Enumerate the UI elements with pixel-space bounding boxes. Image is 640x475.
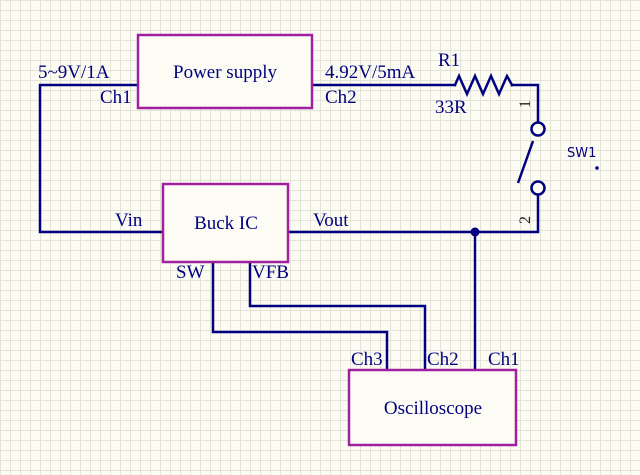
- buck-ic-label: Buck IC: [194, 213, 258, 234]
- oscilloscope-label: Oscilloscope: [384, 398, 482, 419]
- power-supply-ch2-label: Ch2: [325, 87, 357, 108]
- resistor-designator: R1: [438, 50, 460, 71]
- wire-sw-to-scope-ch3: [211, 260, 389, 372]
- switch-pin1-label: 1: [517, 100, 534, 108]
- power-supply-box[interactable]: [136, 33, 314, 110]
- switch-pin2-label: 2: [517, 216, 534, 224]
- buck-vin-label: Vin: [115, 210, 143, 231]
- scope-ch1-label: Ch1: [488, 349, 520, 370]
- wire-supply-ch1-to-vin: [38, 83, 165, 234]
- wires: [38, 83, 540, 372]
- output-rating-label: 4.92V/5mA: [325, 62, 416, 83]
- scope-ch2-label: Ch2: [427, 349, 459, 370]
- wire-r1-to-sw1: [510, 83, 540, 124]
- resistor-value: 33R: [435, 97, 467, 118]
- wire-vfb-to-scope-ch2: [248, 260, 427, 372]
- buck-vfb-label: VFB: [252, 262, 289, 283]
- resistor-r1-symbol: [453, 72, 514, 98]
- buck-sw-label: SW: [176, 262, 205, 283]
- scope-ch3-label: Ch3: [351, 349, 383, 370]
- sw1-reference-dot: [595, 166, 599, 170]
- junction-dot: [470, 227, 480, 237]
- oscilloscope-box[interactable]: [347, 368, 518, 447]
- buck-ic-box[interactable]: [161, 182, 290, 264]
- switch-sw1-symbol: [516, 121, 546, 196]
- power-supply-ch1-label: Ch1: [100, 87, 132, 108]
- switch-designator: SW1: [567, 146, 596, 161]
- wire-sw1-to-vout: [286, 194, 540, 234]
- input-rating-label: 5~9V/1A: [38, 62, 110, 83]
- buck-vout-label: Vout: [313, 210, 349, 231]
- power-supply-label: Power supply: [173, 62, 277, 83]
